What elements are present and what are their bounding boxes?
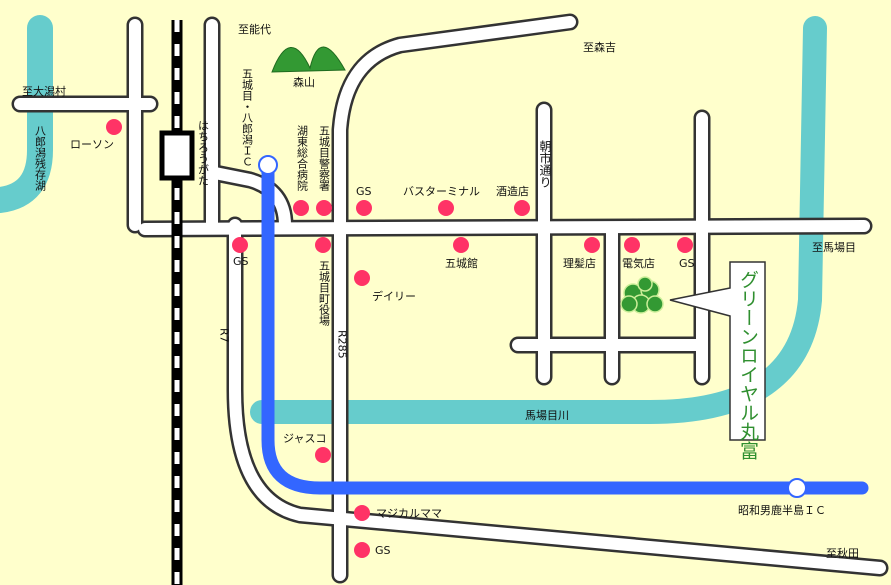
label-jusco: ジャスコ xyxy=(283,432,326,445)
label-asaichi: 朝市通り xyxy=(538,140,552,188)
label-nodai: 至能代 xyxy=(238,22,271,36)
label-barber: 理髪店 xyxy=(563,256,596,270)
label-akita: 至秋田 xyxy=(826,546,859,560)
labels-layer: 至能代 至森吉 至大潟村 八郎潟残存湖 ローソン はちろうがた 五城目・八郎潟Ｉ… xyxy=(22,22,859,560)
label-gs1: GS xyxy=(356,185,372,198)
poi-police xyxy=(316,200,332,216)
poi-gs1 xyxy=(356,200,372,216)
label-electric: 電気店 xyxy=(622,256,655,270)
poi-electric xyxy=(624,237,640,253)
road-main-ew xyxy=(139,220,870,235)
label-bus-terminal: バスターミナル xyxy=(403,185,480,198)
poi-daily xyxy=(354,270,370,286)
label-gojokan: 五城館 xyxy=(445,256,478,270)
poi-lawson xyxy=(106,119,122,135)
label-ogata: 至大潟村 xyxy=(22,84,66,98)
label-morikichi: 至森吉 xyxy=(583,40,616,54)
tree-cluster-icon xyxy=(620,276,664,314)
poi-hospital xyxy=(293,200,309,216)
label-r7: R7 xyxy=(218,328,231,343)
poi-town-office xyxy=(315,237,331,253)
label-lawson: ローソン xyxy=(70,138,114,151)
interchange-showa xyxy=(787,478,807,498)
callout-label: グリーンロイヤル丸富 xyxy=(737,270,759,460)
label-ic-gojome: 五城目・八郎潟ＩＣ xyxy=(241,68,254,167)
callout-green-royal: グリーンロイヤル丸富 xyxy=(669,261,766,460)
label-magical: マジカルママ xyxy=(376,507,442,520)
label-showa-ic: 昭和男鹿半島ＩＣ xyxy=(738,503,826,517)
label-police: 五城目警察署 xyxy=(318,125,331,192)
poi-gs4 xyxy=(354,542,370,558)
label-gs4: GS xyxy=(375,544,391,557)
poi-magical xyxy=(354,505,370,521)
label-kotou-hospital: 湖東総合病院 xyxy=(296,125,309,191)
label-gs2: GS xyxy=(233,255,249,268)
lake-hachirogata xyxy=(0,15,53,213)
label-r285: R285 xyxy=(336,330,349,359)
label-hachirogata-lake: 八郎潟残存湖 xyxy=(34,125,47,192)
poi-layer xyxy=(106,119,693,558)
railway xyxy=(159,20,195,585)
mountain-icon xyxy=(271,46,346,73)
interchange-gojome xyxy=(258,155,278,175)
poi-gs3 xyxy=(677,237,693,253)
poi-jusco xyxy=(315,447,331,463)
label-moriyama: 森山 xyxy=(293,75,315,89)
road-r285 xyxy=(334,16,576,581)
label-hachirogata-station: はちろうがた xyxy=(197,120,210,186)
poi-sakaya xyxy=(514,200,530,216)
label-river: 馬場目川 xyxy=(525,409,569,422)
station-icon xyxy=(159,130,195,181)
label-sakaya: 酒造店 xyxy=(496,184,529,198)
road-r7 xyxy=(229,219,886,574)
label-town-office: 五城目町役場 xyxy=(318,260,331,327)
label-bamame: 至馬場目 xyxy=(812,241,856,254)
poi-gs2 xyxy=(232,237,248,253)
poi-gojokan xyxy=(453,237,469,253)
poi-barber xyxy=(584,237,600,253)
label-daily: デイリー xyxy=(372,289,416,303)
poi-bus-terminal xyxy=(438,200,454,216)
label-gs3: GS xyxy=(679,257,695,270)
expressway xyxy=(261,158,869,495)
